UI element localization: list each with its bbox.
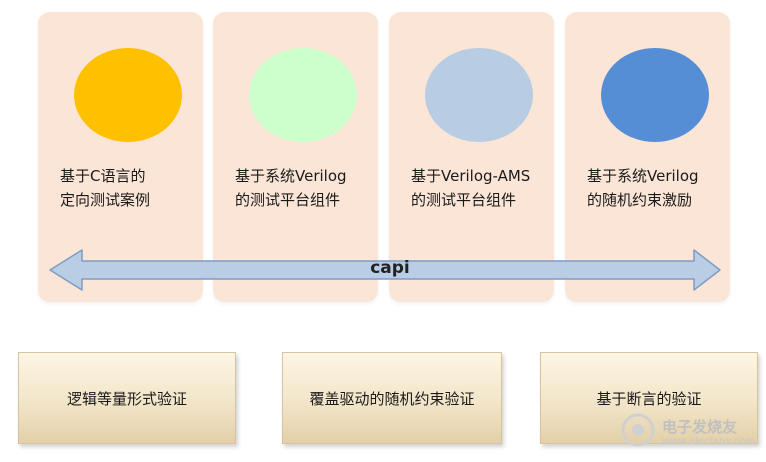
arrow-label: capi	[370, 258, 410, 278]
double-arrow-shape	[49, 249, 721, 291]
card-circle	[425, 48, 533, 142]
card-line-1: 基于系统Verilog	[587, 167, 699, 185]
card-text: 基于Verilog-AMS 的测试平台组件	[411, 164, 551, 212]
watermark-text: 电子发烧友	[662, 418, 738, 436]
box-label: 覆盖驱动的随机约束验证	[309, 389, 475, 408]
card-sv-constrained-random: 基于系统Verilog 的随机约束激励	[565, 12, 730, 302]
card-circle	[74, 48, 182, 142]
card-verilog-ams-testbench: 基于Verilog-AMS 的测试平台组件	[389, 12, 554, 302]
card-line-2: 定向测试案例	[60, 191, 151, 209]
card-line-1: 基于C语言的	[60, 167, 146, 185]
card-sv-testbench: 基于系统Verilog 的测试平台组件	[213, 12, 378, 302]
watermark-logo-icon	[621, 413, 655, 447]
card-line-2: 的随机约束激励	[587, 191, 693, 209]
card-text: 基于系统Verilog 的测试平台组件	[235, 164, 375, 212]
card-circle	[601, 48, 709, 142]
card-circle	[249, 48, 357, 142]
watermark-url: www.elecfans.com	[662, 436, 756, 447]
card-line-1: 基于系统Verilog	[235, 167, 347, 185]
box-label: 逻辑等量形式验证	[66, 389, 187, 408]
card-text: 基于系统Verilog 的随机约束激励	[587, 164, 727, 212]
card-line-1: 基于Verilog-AMS	[411, 167, 531, 185]
box-coverage-driven: 覆盖驱动的随机约束验证	[282, 352, 502, 444]
card-line-2: 的测试平台组件	[235, 191, 341, 209]
box-label: 基于断言的验证	[596, 389, 702, 408]
card-c-directed-tests: 基于C语言的 定向测试案例	[38, 12, 203, 302]
card-text: 基于C语言的 定向测试案例	[60, 164, 200, 212]
box-formal-equivalence: 逻辑等量形式验证	[18, 352, 236, 444]
box-assertion-based: 基于断言的验证	[540, 352, 758, 444]
card-line-2: 的测试平台组件	[411, 191, 517, 209]
